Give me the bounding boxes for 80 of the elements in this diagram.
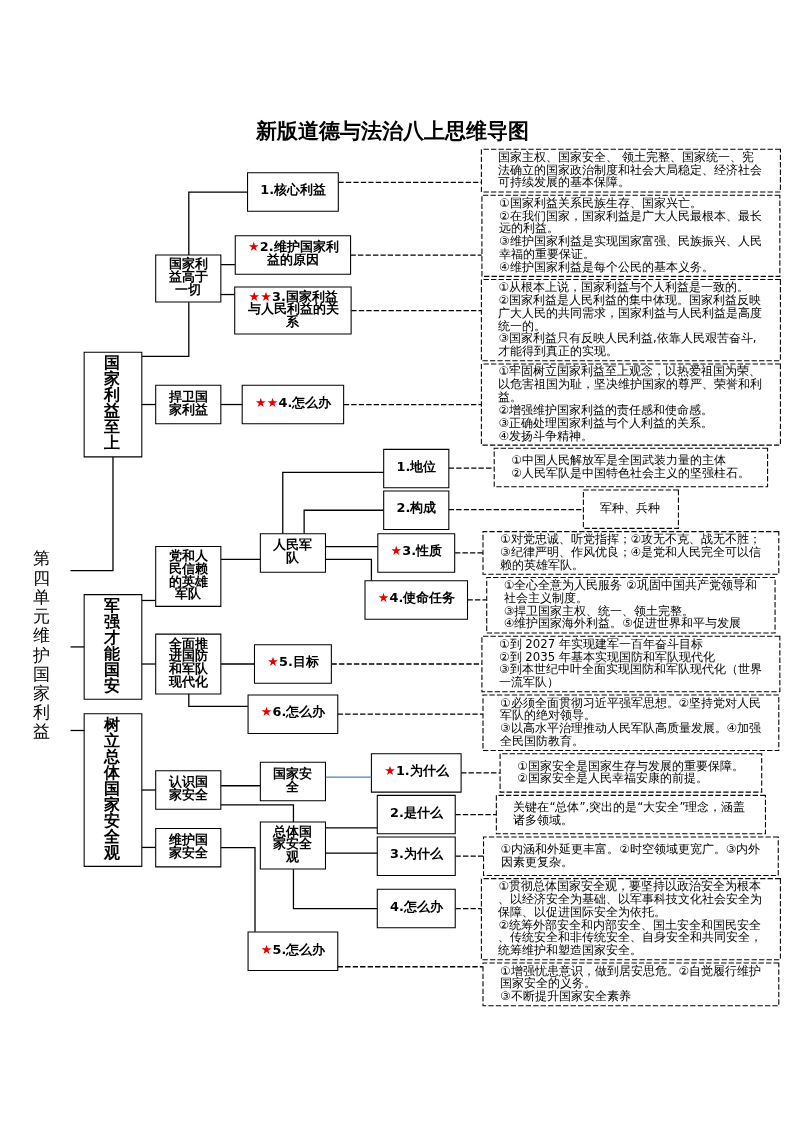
node-box: ★5.目标: [253, 643, 332, 684]
connector: [292, 868, 378, 909]
node-box: ①到 2027 年实现建军一百年奋斗目标 ②到 2035 年基本实现国防和军队现代化 ③到本世纪中叶全面实现国防和军队现代化（世界一流军队）: [481, 635, 781, 692]
node-box: ①增强忧患意识，做到居安思危。②自觉履行维护国家安全的义务。 ③不断提升国家安全素养: [482, 961, 780, 1006]
connector: [325, 776, 372, 778]
node-box: 国家安全: [259, 761, 327, 801]
connector: [69, 645, 85, 648]
node-box: ①全心全意为人民服务 ②巩固中国共产党领导和社会主义制度。 ③捍卫国家主权、统一、领土完整。 ④维护国家海外利益。⑤促进世界和平与发展: [486, 576, 776, 634]
node-box: 军种、兵种: [582, 488, 679, 529]
connector: [220, 784, 261, 786]
node-box: ★★3.国家利益与人民利益的关系: [234, 286, 352, 335]
node-box: ★2.维护国家利益的原因: [234, 234, 352, 275]
node-box: ★6.怎么办: [247, 693, 339, 734]
connector: [337, 965, 484, 967]
connector: [448, 466, 495, 469]
node-box: 维护国家安全: [155, 827, 222, 867]
connector: [325, 826, 378, 829]
connector: [350, 309, 482, 311]
node-box: ①对党忠诚、听党指挥；②攻无不克、战无不胜；③纪律严明、作风优良；④是党和人民完全可以信赖的英雄军队。: [482, 530, 780, 575]
connector: [220, 846, 256, 932]
connector: [455, 907, 482, 909]
connector: [325, 558, 373, 581]
node-box: 总体国家安全观: [259, 821, 327, 870]
node-box: ①从根本上说，国家利益与个人利益是一致的。 ②国家利益是人民利益的集中体现。国家利益反映广大人民的共同需求，国家利益与人民利益是高度统一的。 ③国家利益只有反映人民利益,依靠人民艰苦奋斗,才能得到真正的实现。: [480, 278, 781, 361]
node-box: ★3.性质: [377, 532, 456, 573]
node-box: 1.核心利益: [247, 171, 339, 212]
connector: [303, 509, 385, 534]
node-box: ★★4.怎么办: [241, 384, 345, 424]
node-box: ①国家利益关系民族生存、国家兴亡。 ②在我们国家，国家利益是广大人民最根本、最长远的利益。 ③维护国家利益是实现国家富强、民族振兴、人民幸福的重要保证。 ④维护国家利益是每个公民的基本义务。: [481, 194, 781, 277]
node-box: ①中国人民解放军是全国武装力量的主体 ②人民军队是中国特色社会主义的坚强柱石。: [493, 447, 769, 487]
connector: [448, 508, 584, 510]
node-box: ①国家安全是国家生存与发展的重要保障。 ②国家安全是人民幸福安康的前提。: [499, 752, 763, 793]
connector: [467, 598, 487, 601]
connector: [337, 181, 482, 183]
connector: [454, 551, 484, 554]
node-box: ★4.使命任务: [364, 579, 469, 620]
connector: [282, 471, 385, 534]
connector: [337, 713, 484, 715]
connector: [188, 190, 248, 256]
connector: [220, 403, 243, 405]
diagram-title: 新版道德与法治八上思维导图: [255, 117, 529, 143]
node-box: 树立总体国家安全观: [83, 712, 143, 867]
node-box: 2.构成: [383, 490, 450, 530]
connector: [325, 851, 378, 854]
node-box: 国家利益至上: [83, 351, 143, 457]
node-box: ①牢固树立国家利益至上观念，以热爱祖国为荣、以危害祖国为耻，坚决维护国家的尊严、荣誉和利益。 ②增强维护国家利益的责任感和使命感。 ③正确处理国家利益与个人利益的关系。 ④发扬斗争精神。: [480, 362, 781, 446]
connector: [220, 558, 261, 560]
node-box: ★5.怎么办: [247, 931, 339, 971]
node-box: 人民军队: [259, 532, 327, 573]
connector: [455, 813, 497, 815]
connector: [188, 692, 249, 707]
node-box: 国家主权、国家安全、 领土完整、国家统一、宪法确立的国家政治制度和社会大局稳定、经济社会可持续发展的基本保障。: [480, 148, 781, 193]
connector: [331, 662, 483, 665]
connector: [69, 455, 114, 571]
node-text: 第四单元维护国家利益: [32, 547, 50, 741]
connector: [325, 545, 379, 547]
node-box: 军强才能国安: [83, 593, 143, 700]
node-box: 1.地位: [383, 448, 450, 488]
node-box: 认识国家安全: [155, 769, 222, 810]
node-box: 4.怎么办: [376, 888, 456, 928]
connector: [460, 771, 501, 774]
connector: [141, 301, 190, 357]
node-box: 捍卫国家利益: [155, 384, 222, 424]
connector: [141, 662, 157, 665]
connector: [455, 855, 485, 857]
node-box: 党和人民信赖的英雄军队: [155, 545, 222, 607]
node-box: 2.是什么: [376, 794, 456, 834]
node-box: 国家利益高于一切: [155, 254, 222, 303]
connector: [350, 253, 483, 256]
connector: [343, 403, 482, 405]
node-box: 全面推进国防和军队现代化: [155, 633, 222, 694]
connector: [220, 662, 255, 665]
node-box: ①必须全面贯彻习近平强军思想。②坚持党对人民军队的绝对领导。 ③以高水平治理推动人民军队高质量发展。④加强全民国防教育。: [482, 693, 780, 751]
connector: [141, 788, 157, 791]
node-box: ①贯彻总体国家安全观，要坚持以政治安全为根本、以经济安全为基础、以军事科技文化社会安全为保障、以促进国际安全为依托。 ②统筹外部安全和内部安全、国土安全和国民安全、传统安全和非传统安全、自身安全和共同安全，统筹维护和塑造国家安全。: [480, 877, 781, 960]
node-box: 3.为什么: [376, 835, 456, 876]
node-box: ①内涵和外延更丰富。②时空领域更宽广。③内外因素更复杂。: [483, 835, 779, 876]
node-box: ★1.为什么: [370, 752, 462, 793]
connector: [220, 803, 295, 823]
node-box: 关键在“总体”,突出的是“大安全”理念，涵盖诸多领域。: [495, 794, 766, 834]
